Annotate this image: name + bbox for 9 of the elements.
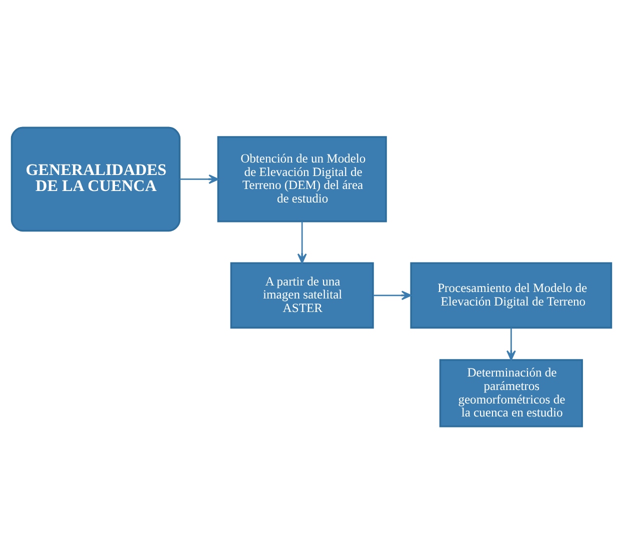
node-box: Determinación de parámetros geomorfométricos de la cuenca en estudio [439,359,583,428]
node-box: Obtención de un Modelo de Elevación Digital de Terreno (DEM) del área de estudio [217,136,387,222]
node-box: Procesamiento del Modelo de Elevación Digital de Terreno [410,262,612,329]
arrow [180,174,219,184]
arrow [506,328,516,360]
arrow [373,290,412,300]
node-box: A partir de una imagen satelital ASTER [230,262,374,329]
node-box: GENERALIDADES DE LA CUENCA [10,126,180,232]
arrow [297,221,307,264]
